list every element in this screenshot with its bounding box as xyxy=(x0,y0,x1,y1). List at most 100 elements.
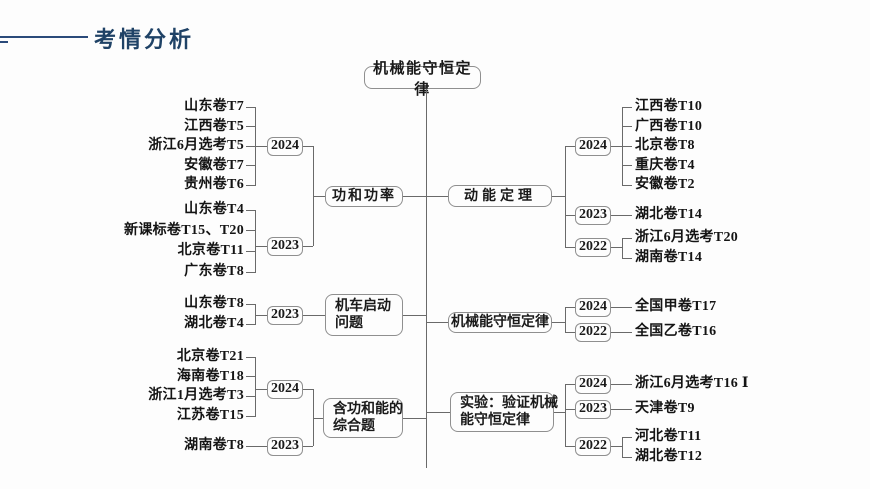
branch-node-label: 功和功率 xyxy=(332,189,396,204)
branch-node-label: 含功和能的 xyxy=(333,402,403,417)
branch-node: 机车启动问题 xyxy=(325,294,403,336)
exam-item: 湖南卷T14 xyxy=(635,250,703,265)
exam-item: 广西卷T10 xyxy=(635,118,703,134)
branch-trunk-line xyxy=(426,411,450,413)
leaf-spine xyxy=(622,437,623,457)
leaf-tick xyxy=(246,165,256,166)
leaf-tick xyxy=(246,209,256,211)
leaf-tick xyxy=(246,184,256,186)
year-stub xyxy=(303,388,313,390)
year-node: 2024 xyxy=(267,379,303,399)
leaf-tick xyxy=(622,165,632,166)
year-node: 2023 xyxy=(575,205,611,225)
exam-item: 浙江6月选考T16 Ⅰ xyxy=(635,376,749,391)
leaf-tick xyxy=(246,250,256,252)
exam-item: 山东卷T7 xyxy=(184,99,244,114)
leaf-tick xyxy=(622,237,632,239)
exam-item: 海南卷T18 xyxy=(176,368,244,384)
branch-trunk-line xyxy=(403,195,426,197)
year-stub xyxy=(565,145,575,147)
exam-item: 河北卷T11 xyxy=(635,429,702,444)
exam-item: 北京卷T8 xyxy=(635,138,695,153)
exam-item: 全国乙卷T16 xyxy=(635,324,717,339)
leaf-tick xyxy=(246,126,256,127)
year-to-leaf-line xyxy=(611,214,632,216)
year-node: 2023 xyxy=(267,236,303,256)
leaf-tick xyxy=(246,303,256,305)
branch-to-year-spine xyxy=(554,411,565,413)
leaf-spine-to-year xyxy=(255,314,267,316)
year-node: 2024 xyxy=(575,297,611,317)
year-to-branch-line xyxy=(303,314,325,316)
year-node: 2024 xyxy=(575,374,611,394)
trunk-line xyxy=(426,89,427,468)
leaf-tick xyxy=(622,184,632,186)
branch-node-label: 能守恒定律 xyxy=(460,413,530,428)
year-node: 2022 xyxy=(575,322,611,342)
branch-trunk-line xyxy=(426,321,448,323)
leaf-spine xyxy=(255,304,256,324)
year-to-leaf-line xyxy=(611,306,632,308)
exam-item: 江西卷T10 xyxy=(635,99,703,114)
year-to-leaf-line xyxy=(611,408,632,410)
leaf-tick xyxy=(246,230,256,232)
year-spine xyxy=(565,307,566,332)
year-to-leaf-spine xyxy=(611,145,622,147)
leaf-spine-to-year xyxy=(255,145,267,147)
year-stub xyxy=(565,383,575,385)
exam-item: 浙江1月选考T3 xyxy=(148,388,244,404)
exam-item: 安徽卷T2 xyxy=(635,177,695,192)
year-to-leaf-spine xyxy=(611,246,622,248)
exam-item: 湖北卷T14 xyxy=(635,207,703,222)
leaf-tick xyxy=(246,356,256,358)
year-node: 2024 xyxy=(267,136,303,156)
year-stub xyxy=(565,246,575,248)
leaf-tick xyxy=(622,145,632,147)
year-stub xyxy=(565,408,575,410)
leaf-tick xyxy=(622,106,632,108)
year-to-leaf-spine xyxy=(611,445,622,447)
root-node-label: 机械能守恒定律 xyxy=(372,60,472,98)
leaf-tick xyxy=(246,395,256,397)
branch-node-label: 实验：验证机械 xyxy=(460,396,558,411)
leaf-tick xyxy=(622,257,632,259)
year-spine xyxy=(565,384,566,446)
branch-node-label: 动能定理 xyxy=(464,188,536,204)
year-spine-to-branch xyxy=(313,195,325,197)
year-node: 2022 xyxy=(575,237,611,257)
branch-trunk-line xyxy=(403,417,426,419)
leaf-spine-to-year xyxy=(255,245,267,247)
exam-item: 湖北卷T4 xyxy=(184,316,244,331)
year-stub xyxy=(565,214,575,216)
year-stub xyxy=(303,245,313,247)
leaf-tick xyxy=(622,126,632,127)
year-node: 2022 xyxy=(575,436,611,456)
leaf-spine-to-year xyxy=(255,388,267,390)
exam-item: 贵州卷T6 xyxy=(184,177,244,192)
exam-item: 北京卷T11 xyxy=(177,243,244,259)
branch-node-label: 问题 xyxy=(335,316,363,331)
branch-node: 实验：验证机械能守恒定律 xyxy=(450,392,558,432)
leaf-spine xyxy=(622,238,623,258)
leaf-spine xyxy=(255,357,256,416)
year-stub xyxy=(303,445,313,447)
year-node: 2023 xyxy=(267,436,303,456)
year-to-leaf-line xyxy=(611,331,632,333)
exam-item: 浙江6月选考T20 xyxy=(635,230,739,245)
exam-item: 天津卷T9 xyxy=(635,401,695,416)
header-accent-stub xyxy=(0,41,8,43)
exam-item: 新课标卷T15、T20 xyxy=(124,222,244,238)
year-stub xyxy=(565,306,575,308)
branch-to-year-spine xyxy=(552,321,565,323)
branch-node: 机械能守恒定律 xyxy=(448,312,552,333)
branch-node-label: 机车启动 xyxy=(335,299,391,314)
exam-item: 广东卷T8 xyxy=(184,264,244,279)
leaf-tick xyxy=(246,106,256,108)
branch-trunk-line xyxy=(426,195,448,197)
exam-item: 浙江6月选考T5 xyxy=(148,138,244,153)
branch-node: 功和功率 xyxy=(325,186,403,207)
header-accent-line xyxy=(0,36,88,38)
year-node: 2024 xyxy=(575,136,611,156)
exam-item: 湖北卷T12 xyxy=(635,449,703,464)
